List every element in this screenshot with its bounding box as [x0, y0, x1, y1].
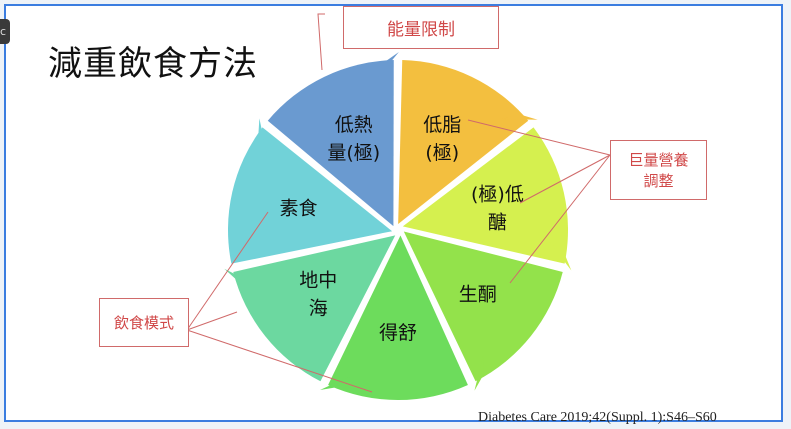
macro-connector-lowcarb — [519, 154, 611, 204]
segment-arrow-1 — [549, 242, 572, 271]
segment-4 — [233, 235, 396, 382]
segment-arrow-3 — [319, 375, 353, 390]
macro-connector-keto — [509, 154, 611, 284]
macro-connector-lowfat — [467, 119, 611, 156]
side-panel-button[interactable]: c — [0, 19, 10, 44]
callout-diet-pattern: 飲食模式 — [99, 298, 189, 347]
segment-3 — [328, 235, 468, 400]
segment-arrow-2 — [474, 355, 484, 391]
segment-5 — [228, 127, 393, 264]
pattern-connector-dash — [186, 329, 373, 393]
segment-label: 素食 — [280, 197, 318, 219]
segment-label: 醣 — [488, 211, 507, 233]
segment-label: 量(極) — [327, 142, 380, 164]
segment-label: 得舒 — [379, 322, 417, 344]
callout-energy-restriction: 能量限制 — [343, 6, 499, 49]
segment-label: 低脂 — [423, 114, 461, 136]
segment-arrow-4 — [224, 268, 257, 285]
callout-macronutrient: 巨量營養 調整 — [610, 140, 707, 200]
segment-label: 海 — [309, 298, 328, 320]
segment-arrow-0 — [501, 114, 538, 120]
segment-6 — [267, 60, 394, 227]
callout-lines — [186, 13, 611, 393]
callout-text: 巨量營養 — [628, 151, 689, 169]
citation: Diabetes Care 2019;42(Suppl. 1):S46–S60 — [478, 410, 717, 425]
energy-connector — [317, 13, 325, 71]
segment-label: 生酮 — [459, 284, 497, 306]
segment-arrow-6 — [376, 52, 399, 80]
segment-label: 地中 — [299, 270, 337, 292]
segment-arrow-5 — [258, 118, 267, 154]
page-title: 減重飲食方法 — [48, 44, 258, 84]
segment-0 — [398, 60, 529, 225]
segment-2 — [403, 231, 563, 382]
callout-text: 飲食模式 — [113, 314, 174, 332]
callout-text: 調整 — [643, 172, 674, 190]
segment-label: (極)低 — [471, 183, 524, 205]
pattern-connector-med — [186, 311, 238, 331]
segment-label: 低熱 — [335, 114, 373, 136]
segment-1 — [402, 127, 568, 264]
callout-text: 能量限制 — [387, 20, 455, 40]
pattern-connector-veg — [186, 211, 269, 331]
segment-label: (極) — [425, 142, 459, 164]
